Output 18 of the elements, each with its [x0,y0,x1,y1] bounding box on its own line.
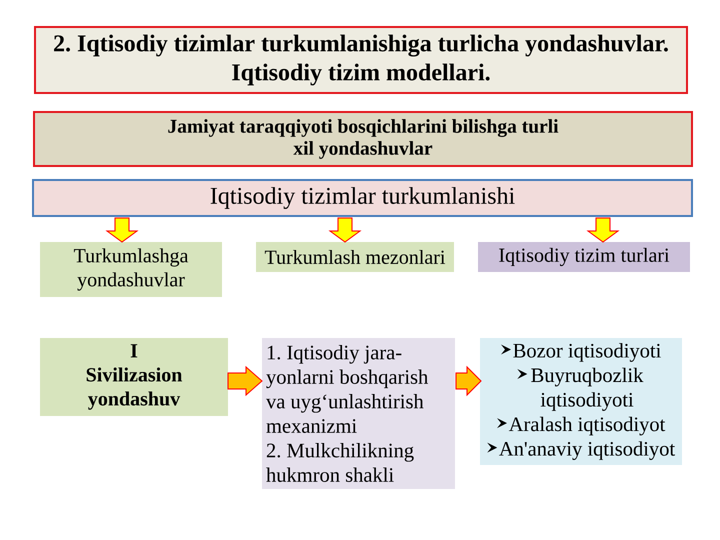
arrow [586,218,620,243]
list-item: Bozor iqtisodiyoti [513,343,661,362]
banner-box: Jamiyat taraqqiyoti bosqichlarini bilishga turli xil yondashuvlar [33,111,693,167]
list-item: An'anaviy iqtisodiyot [499,441,675,460]
list-item: Buyruqbozlik iqtisodiyoti [531,368,644,411]
arrow [328,218,362,243]
text-box: I Sivilizasion yondashuv [40,338,228,416]
list-box [480,338,682,465]
category-box: Turkumlashga yondashuvlar [40,242,222,297]
text-box: 1. Iqtisodiy jara-yonlarni boshqarish va uyg‘unlashtirish mexanizmi 2. Mulkchilikning hukmron shakli [262,338,455,489]
arrow [456,366,482,396]
category-box: Iqtisodiy tizim turlari [478,242,690,272]
banner-box: Iqtisodiy tizimlar turkumlanishi [32,179,693,217]
arrow [228,366,263,396]
category-box: Turkumlash mezonlari [256,242,454,272]
title-box: 2. Iqtisodiy tizimlar turkumlanishiga turlicha yondashuvlar. Iqtisodiy tizim modellari. [34,26,688,94]
arrow [105,218,139,243]
list-item: Aralash iqtisodiyot [508,416,666,436]
